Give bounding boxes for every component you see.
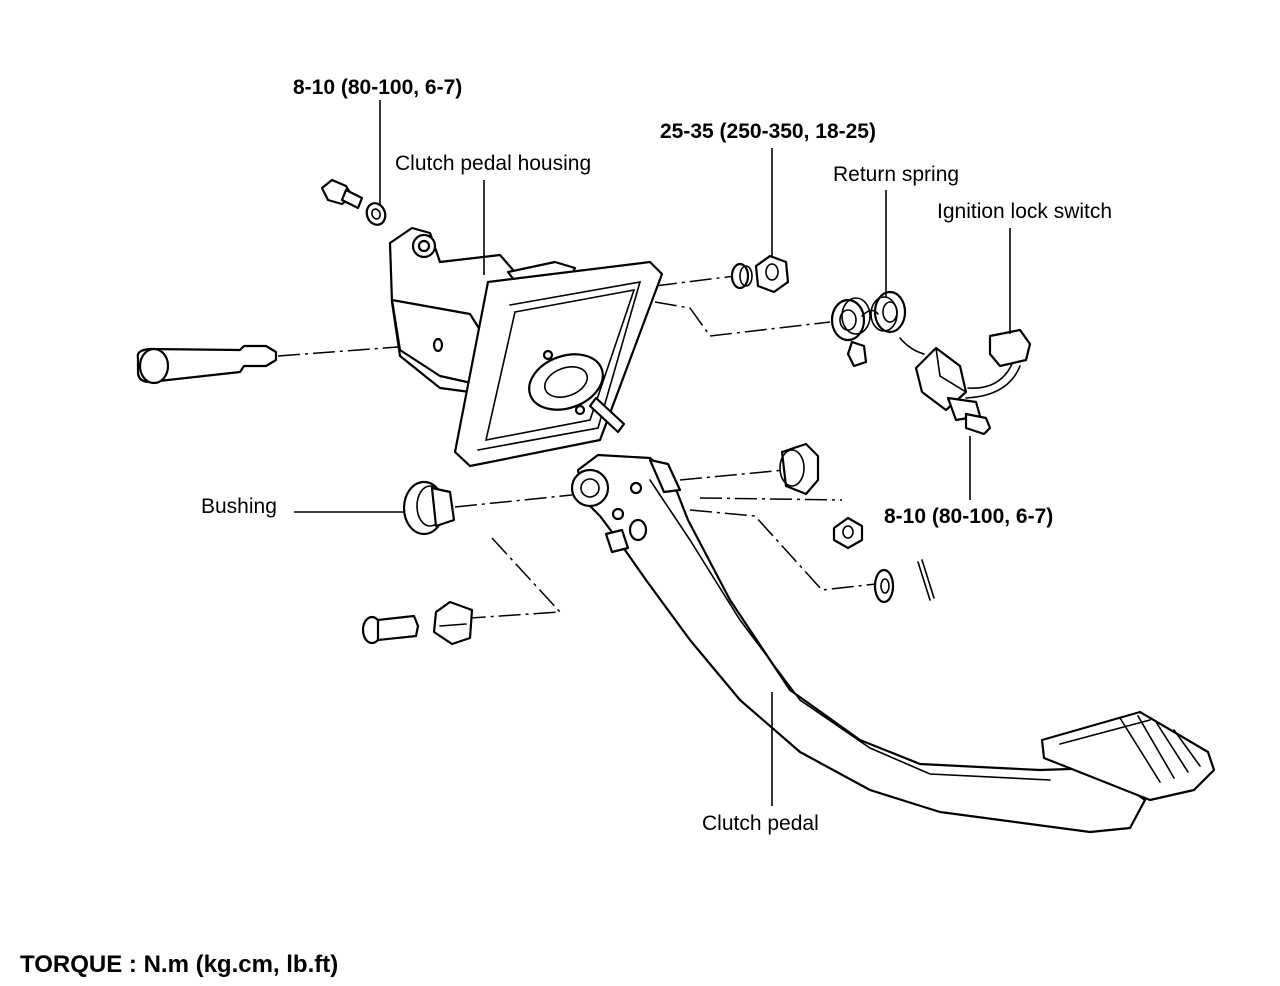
clutch-pedal-housing: [388, 226, 664, 468]
label-clutch-pedal: Clutch pedal: [702, 812, 819, 835]
torque-label-switch: 8-10 (80-100, 6-7): [884, 505, 1053, 528]
switch-nut: [832, 516, 864, 550]
leader-lines: [294, 100, 1011, 806]
pivot-pin: [136, 344, 278, 385]
bushing: [402, 480, 456, 536]
clutch-pedal: [570, 453, 1216, 834]
cotter-pin: [917, 559, 935, 601]
label-ignition-lock-switch: Ignition lock switch: [937, 200, 1112, 223]
clevis-pin: [361, 614, 420, 645]
label-clutch-pedal-housing: Clutch pedal housing: [395, 152, 591, 175]
torque-label-housing-nut: 25-35 (250-350, 18-25): [660, 120, 876, 143]
torque-label-housing-bolt: 8-10 (80-100, 6-7): [293, 76, 462, 99]
return-spring: [830, 290, 907, 368]
label-return-spring: Return spring: [833, 163, 959, 186]
clevis-clip: [432, 600, 474, 646]
torque-units-legend: TORQUE : N.m (kg.cm, lb.ft): [20, 951, 338, 978]
housing-bolt: [320, 178, 387, 226]
ignition-lock-switch: [899, 328, 1032, 436]
label-bushing: Bushing: [201, 495, 277, 518]
housing-nut: [730, 254, 790, 294]
pedal-washer: [873, 568, 895, 604]
bushing-right: [779, 442, 820, 496]
